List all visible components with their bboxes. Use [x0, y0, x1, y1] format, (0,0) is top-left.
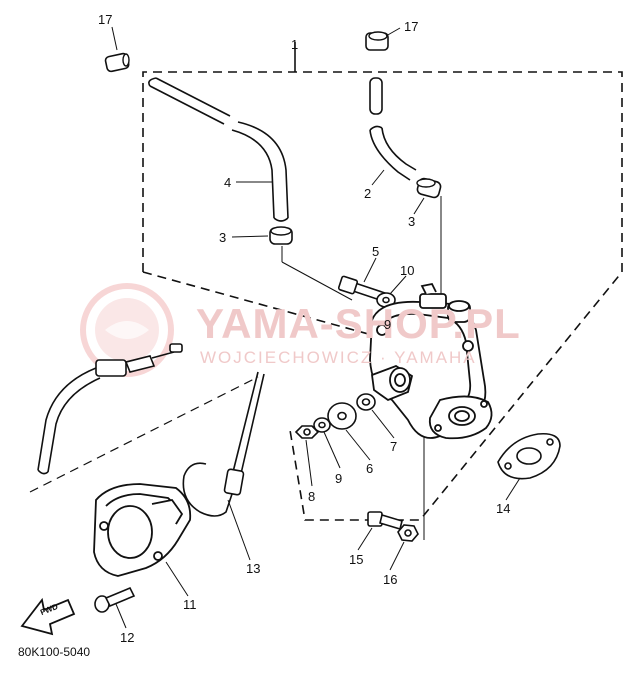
watermark-logo-icon: [80, 283, 174, 377]
hose-2-icon: [369, 77, 417, 181]
hose-4-icon: [148, 77, 289, 222]
callout-4: 4: [224, 175, 232, 190]
callout-10: 10: [400, 263, 415, 278]
callout-9-pump: 9: [384, 317, 392, 332]
washer-9-icon: [313, 417, 331, 433]
cable-13-icon: [182, 371, 265, 517]
washer-7-icon: [356, 393, 376, 411]
watermark-subtext: WOJCIECHOWICZ · YAMAHA: [200, 348, 477, 367]
diagram-code: 80K100-5040: [18, 645, 91, 659]
callout-11: 11: [183, 597, 197, 612]
clamp-guide-line-2: [281, 261, 353, 301]
assembly-outline: [142, 42, 623, 521]
oil-pump-body-icon: [369, 282, 493, 440]
callout-5: 5: [372, 244, 380, 259]
callout-12: 12: [120, 630, 135, 645]
forward-arrow-icon: [20, 597, 76, 636]
seal-6-icon: [327, 402, 357, 430]
callout-17-left: 17: [98, 12, 113, 27]
watermark-text: YAMA-SHOP.PL: [196, 300, 521, 347]
callout-13: 13: [246, 561, 261, 576]
callout-9: 9: [335, 471, 343, 486]
callout-1: 1: [291, 37, 299, 52]
callout-6-upper: 6: [366, 461, 374, 476]
callout-8: 8: [308, 489, 316, 504]
cover-11-icon: [93, 483, 192, 577]
nut-8-icon: [294, 425, 320, 439]
screw-12-icon: [94, 586, 136, 613]
gasket-14-icon: [497, 432, 561, 480]
callout-3-left: 3: [219, 230, 227, 245]
leader-lines: [111, 26, 521, 629]
callout-17-right: 17: [404, 19, 419, 34]
callout-14: 14: [496, 501, 511, 516]
callout-3-right: 3: [408, 214, 416, 229]
callout-7: 7: [390, 439, 398, 454]
callout-15: 15: [349, 552, 364, 567]
clamp-3-left-icon: [269, 226, 293, 245]
callout-2: 2: [364, 186, 372, 201]
cable-left-icon: [37, 343, 183, 475]
lower-guide-line: [29, 376, 259, 493]
bolt-15-icon: [367, 511, 403, 531]
clamp-3-right-icon: [416, 177, 442, 199]
nut-16-icon: [397, 524, 419, 542]
part-17-left-icon: [104, 52, 130, 73]
callout-16: 16: [383, 572, 398, 587]
part-17-right-icon: [365, 31, 389, 51]
